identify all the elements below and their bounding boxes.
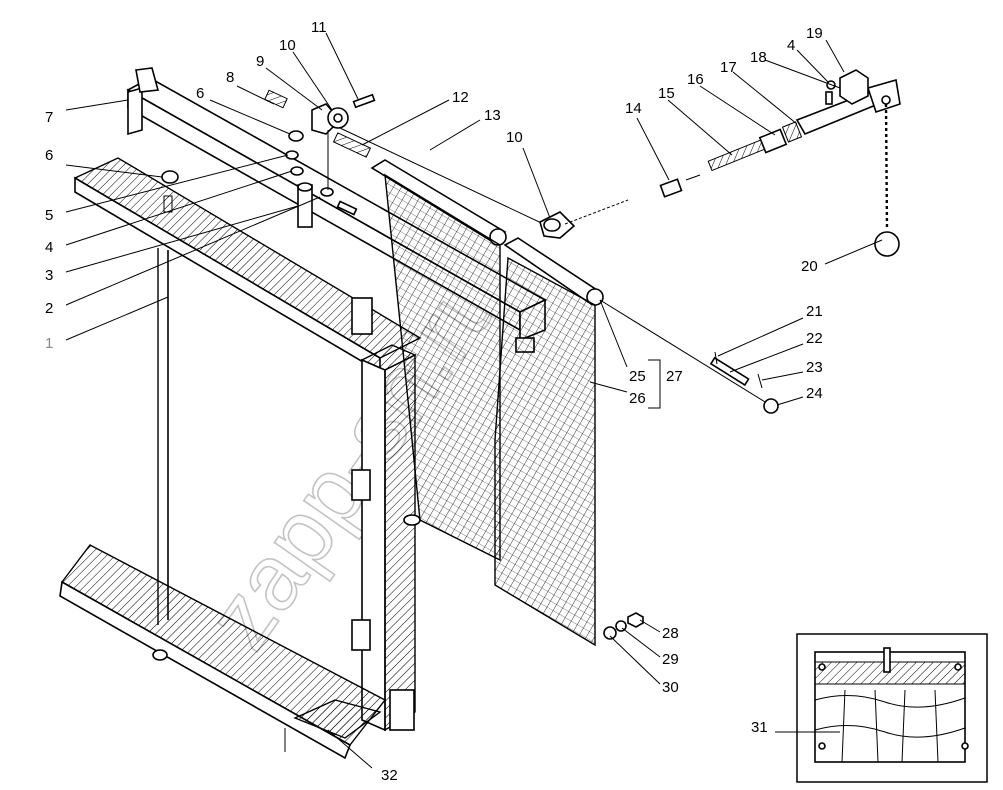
label-6-left: 6 xyxy=(45,147,53,164)
pulley-10-hub xyxy=(333,113,343,123)
nut-bottom xyxy=(152,649,168,661)
label-29: 29 xyxy=(662,651,679,668)
label-28: 28 xyxy=(662,625,679,642)
callout-labels: 1 2 3 4 5 6 7 6 8 9 10 11 12 13 10 14 15… xyxy=(45,19,823,784)
washer-2 xyxy=(320,187,334,197)
inset-bolt-br xyxy=(961,742,969,750)
bottom-beam-face xyxy=(59,580,351,760)
label-25: 25 xyxy=(629,368,646,385)
bolt-2 xyxy=(336,200,358,216)
label-4-right: 4 xyxy=(787,37,795,54)
label-6-top: 6 xyxy=(196,85,204,102)
label-19: 19 xyxy=(806,25,823,42)
post-boss xyxy=(403,514,421,526)
label-20: 20 xyxy=(801,258,818,275)
spring-8 xyxy=(264,89,288,109)
label-13: 13 xyxy=(484,107,501,124)
chain-20 xyxy=(884,103,889,231)
sleeve-16 xyxy=(781,121,803,143)
handle-pivot xyxy=(881,95,891,105)
label-21: 21 xyxy=(806,303,823,320)
washer-30 xyxy=(603,626,617,640)
label-30: 30 xyxy=(662,679,679,696)
washer-6 xyxy=(288,130,304,142)
cable-link xyxy=(564,199,629,225)
washer-29 xyxy=(615,620,627,632)
label-10-right: 10 xyxy=(506,129,523,146)
label-16: 16 xyxy=(687,71,704,88)
label-2: 2 xyxy=(45,300,53,317)
inset-clip xyxy=(883,647,891,673)
nut-24 xyxy=(763,398,779,414)
shutter-curtains xyxy=(370,159,779,647)
clip-bottom xyxy=(351,619,371,651)
spring-pin xyxy=(163,195,173,213)
inset-curtain-folds xyxy=(814,689,966,763)
label-3: 3 xyxy=(45,267,53,284)
label-7: 7 xyxy=(45,109,53,126)
label-23: 23 xyxy=(806,359,823,376)
washer-6-left xyxy=(161,170,179,184)
cable-13 xyxy=(339,127,553,229)
label-4-left: 4 xyxy=(45,239,53,256)
label-1: 1 xyxy=(45,335,53,352)
screw-18 xyxy=(825,91,833,105)
bracket-19 xyxy=(839,69,869,105)
inset-31 xyxy=(796,633,988,783)
curtain-left xyxy=(384,173,501,562)
label-14: 14 xyxy=(625,100,642,117)
radiator-frame xyxy=(59,157,422,760)
leader-lines xyxy=(65,32,883,769)
rod-sleeve-22 xyxy=(709,356,750,387)
label-11: 11 xyxy=(311,19,327,36)
bolt-11 xyxy=(352,93,376,109)
washer-4 xyxy=(290,166,304,176)
curtain-right xyxy=(494,256,596,647)
bottom-bracket xyxy=(293,699,382,739)
inset-bolt-bl xyxy=(818,742,826,750)
clip-top xyxy=(351,297,373,335)
label-31: 31 xyxy=(751,719,768,736)
spring-12 xyxy=(332,132,372,158)
nut-28 xyxy=(627,612,644,628)
label-22: 22 xyxy=(806,330,823,347)
label-5: 5 xyxy=(45,207,53,224)
clip-middle xyxy=(351,469,371,501)
label-12: 12 xyxy=(452,89,469,106)
label-26: 26 xyxy=(629,390,646,407)
label-18: 18 xyxy=(750,49,767,66)
nut-16 xyxy=(758,128,788,154)
right-post-front xyxy=(361,358,386,732)
label-15: 15 xyxy=(658,85,675,102)
clip-lower-right xyxy=(389,689,415,731)
rail-end-bracket xyxy=(127,86,143,136)
label-24: 24 xyxy=(806,385,823,402)
control-cable-assembly xyxy=(659,69,901,257)
cable-end xyxy=(685,174,701,181)
pin-23 xyxy=(757,373,763,389)
inset-bolt-left xyxy=(818,663,826,671)
label-27: 27 xyxy=(666,368,683,385)
pin-21 xyxy=(714,351,718,365)
shutter-rod xyxy=(599,299,771,406)
label-8: 8 xyxy=(226,69,234,86)
pull-ring-20 xyxy=(874,231,900,257)
label-9: 9 xyxy=(256,53,264,70)
bracket-3-cap xyxy=(297,182,313,192)
threaded-rod-15 xyxy=(707,138,767,172)
label-32: 32 xyxy=(381,767,398,784)
label-17: 17 xyxy=(720,59,737,76)
clamp-14 xyxy=(659,178,683,198)
pulley-right-hub xyxy=(543,218,561,232)
rail-top-lug xyxy=(135,67,160,93)
label-10-top: 10 xyxy=(279,37,296,54)
inset-bolt-right xyxy=(954,663,962,671)
pulley-10-right xyxy=(539,211,576,239)
